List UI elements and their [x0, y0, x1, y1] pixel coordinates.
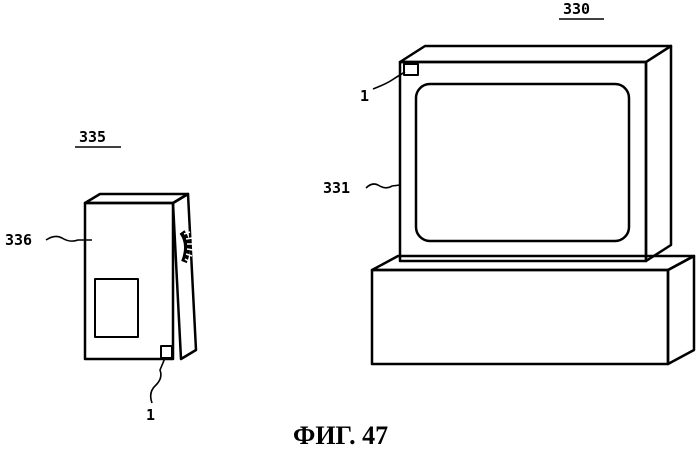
pager-speaker-grill	[95, 279, 138, 337]
leader-1-pager	[151, 358, 165, 403]
label-1-monitor: 1	[360, 87, 369, 105]
monitor-screen	[416, 84, 629, 241]
monitor-housing	[400, 46, 671, 261]
monitor-device	[372, 46, 694, 364]
figure-caption: ФИГ. 47	[293, 421, 388, 450]
monitor-base	[372, 256, 694, 364]
label-1-pager: 1	[146, 406, 155, 424]
pager-sensor	[161, 346, 172, 358]
label-330: 330	[563, 0, 590, 18]
pager-device	[85, 194, 196, 359]
label-335: 335	[79, 128, 106, 146]
label-331: 331	[323, 179, 350, 197]
monitor-sensor	[404, 64, 418, 75]
label-336: 336	[5, 231, 32, 249]
leader-331	[366, 184, 400, 188]
